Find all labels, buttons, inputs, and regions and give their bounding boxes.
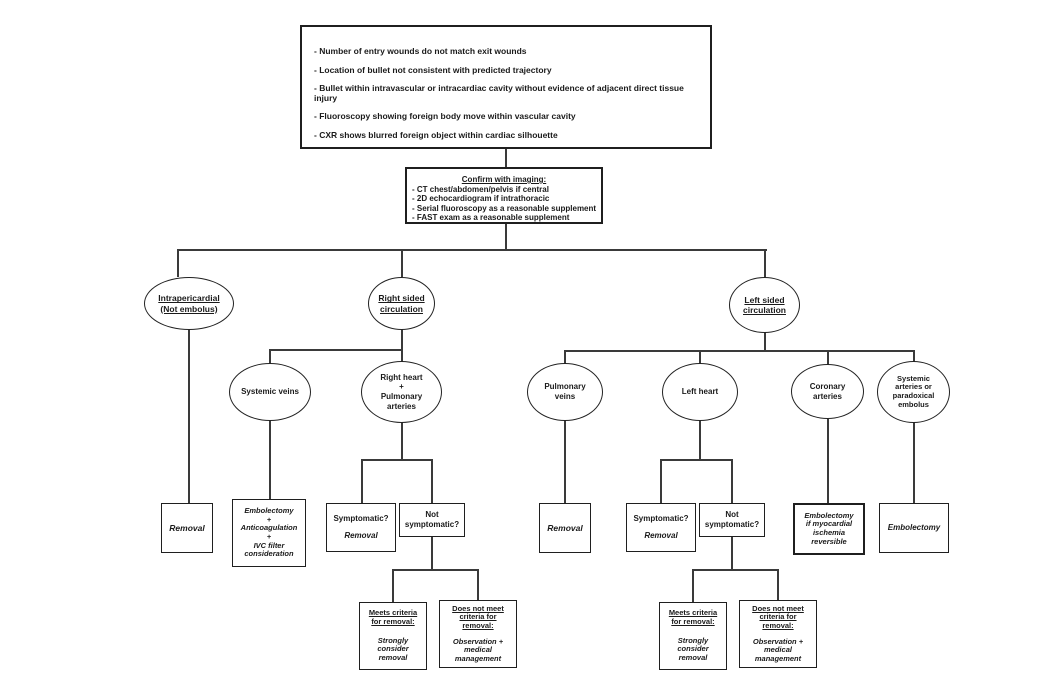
outcome-label: Strongly consider removal bbox=[377, 635, 409, 662]
connector-line bbox=[269, 420, 271, 500]
outcome-embolectomy-coronary: Embolectomy if myocardial ischemia rever… bbox=[793, 503, 865, 555]
outcome-label: Removal bbox=[547, 522, 583, 533]
outcome-label: Embolectomy + Anticoagulation + IVC filt… bbox=[240, 506, 298, 559]
connector-line bbox=[177, 249, 179, 277]
node-systemic-arteries-paradoxical-embolus: Systemic arteries or paradoxical embolus bbox=[877, 361, 950, 423]
outcome-label: Embolectomy if myocardial ischemia rever… bbox=[804, 510, 854, 546]
connector-line bbox=[564, 420, 566, 503]
imaging-items: - CT chest/abdomen/pelvis if central - 2… bbox=[412, 185, 597, 222]
connector-line bbox=[564, 350, 566, 365]
decision-question: Not symptomatic? bbox=[404, 510, 460, 529]
connector-line bbox=[660, 459, 733, 461]
node-pulmonary-veins: Pulmonary veins bbox=[527, 363, 603, 421]
outcome-removal-pulmonary-veins: Removal bbox=[539, 503, 591, 553]
connector-line bbox=[269, 349, 271, 365]
node-label: Pulmonary veins bbox=[544, 382, 586, 401]
criteria-item: - Number of entry wounds do not match ex… bbox=[314, 46, 527, 56]
outcome-heading: Meets criteria for removal: bbox=[668, 608, 718, 627]
connector-line bbox=[692, 569, 694, 603]
decision-question: Symptomatic? bbox=[633, 514, 689, 524]
node-left-heart: Left heart bbox=[662, 363, 738, 421]
connector-line bbox=[431, 459, 433, 503]
node-label: Left heart bbox=[681, 387, 719, 397]
connector-line bbox=[699, 420, 701, 460]
decision-not-symptomatic-left-heart: Not symptomatic? bbox=[699, 503, 765, 537]
connector-line bbox=[177, 249, 767, 251]
node-label: Systemic arteries or paradoxical embolus bbox=[892, 373, 935, 409]
imaging-title: Confirm with imaging: bbox=[461, 175, 547, 184]
connector-line bbox=[505, 224, 507, 251]
connector-line bbox=[361, 459, 433, 461]
connector-line bbox=[269, 349, 403, 351]
outcome-meets-criteria-left: Meets criteria for removal: Strongly con… bbox=[659, 602, 727, 670]
connector-line bbox=[401, 328, 403, 365]
decision-question: Symptomatic? bbox=[333, 514, 389, 524]
decision-symptomatic-right-heart: Symptomatic? Removal bbox=[326, 503, 396, 552]
outcome-label: Removal bbox=[344, 531, 378, 540]
outcome-does-not-meet-right: Does not meet criteria for removal: Obse… bbox=[439, 600, 517, 668]
node-left-sided-circulation: Left sided circulation bbox=[729, 277, 800, 333]
connector-line bbox=[477, 569, 479, 600]
decision-question: Not symptomatic? bbox=[704, 510, 760, 529]
outcome-label: Removal bbox=[169, 522, 205, 533]
connector-line bbox=[699, 350, 701, 365]
outcome-heading: Meets criteria for removal: bbox=[368, 608, 418, 627]
connector-line bbox=[731, 459, 733, 503]
outcome-label: Removal bbox=[644, 531, 678, 540]
criteria-box: - Number of entry wounds do not match ex… bbox=[300, 25, 712, 149]
connector-line bbox=[731, 536, 733, 570]
node-right-heart-pulmonary-arteries: Right heart + Pulmonary arteries bbox=[361, 361, 442, 423]
outcome-embolectomy-anticoagulation-ivc: Embolectomy + Anticoagulation + IVC filt… bbox=[232, 499, 306, 567]
criteria-item: - Fluoroscopy showing foreign body move … bbox=[314, 111, 576, 121]
node-label: Right sided circulation bbox=[378, 293, 425, 314]
connector-line bbox=[827, 419, 829, 503]
connector-line bbox=[827, 350, 829, 366]
node-intrapericardial: Intrapericardial (Not embolus) bbox=[144, 277, 234, 330]
connector-line bbox=[505, 149, 507, 167]
node-label: Left sided circulation bbox=[743, 294, 786, 315]
outcome-heading: Does not meet criteria for removal: bbox=[752, 603, 804, 630]
criteria-item: - CXR shows blurred foreign object withi… bbox=[314, 129, 558, 140]
criteria-item: - Location of bullet not consistent with… bbox=[314, 64, 552, 75]
criteria-item: - Bullet within intravascular or intraca… bbox=[314, 83, 684, 103]
connector-line bbox=[564, 350, 915, 352]
outcome-heading: Does not meet criteria for removal: bbox=[452, 603, 504, 630]
connector-line bbox=[692, 569, 779, 571]
connector-line bbox=[401, 249, 403, 277]
node-label: Intrapericardial (Not embolus) bbox=[158, 293, 220, 314]
connector-line bbox=[361, 459, 363, 503]
connector-line bbox=[660, 459, 662, 503]
outcome-label: Strongly consider removal bbox=[677, 635, 709, 662]
node-right-sided-circulation: Right sided circulation bbox=[368, 277, 435, 330]
connector-line bbox=[777, 569, 779, 600]
node-label: Systemic veins bbox=[241, 387, 299, 397]
outcome-label: Observation + medical management bbox=[452, 636, 504, 663]
connector-line bbox=[188, 328, 190, 503]
connector-line bbox=[764, 249, 766, 277]
connector-line bbox=[913, 350, 915, 363]
outcome-does-not-meet-left: Does not meet criteria for removal: Obse… bbox=[739, 600, 817, 668]
outcome-meets-criteria-right: Meets criteria for removal: Strongly con… bbox=[359, 602, 427, 670]
outcome-label: Embolectomy bbox=[887, 523, 941, 533]
connector-line bbox=[764, 331, 766, 352]
connector-line bbox=[431, 536, 433, 570]
node-label: Coronary arteries bbox=[809, 381, 846, 401]
connector-line bbox=[392, 569, 479, 571]
outcome-embolectomy-systemic: Embolectomy bbox=[879, 503, 949, 553]
node-systemic-veins: Systemic veins bbox=[229, 363, 311, 421]
outcome-label: Observation + medical management bbox=[752, 636, 804, 663]
decision-not-symptomatic-right-heart: Not symptomatic? bbox=[399, 503, 465, 537]
node-coronary-arteries: Coronary arteries bbox=[791, 364, 864, 419]
node-label: Right heart + Pulmonary arteries bbox=[380, 372, 423, 411]
connector-line bbox=[401, 422, 403, 460]
connector-line bbox=[392, 569, 394, 603]
connector-line bbox=[913, 422, 915, 503]
decision-symptomatic-left-heart: Symptomatic? Removal bbox=[626, 503, 696, 552]
outcome-removal-intrapericardial: Removal bbox=[161, 503, 213, 553]
imaging-confirmation-box: Confirm with imaging: - CT chest/abdomen… bbox=[405, 167, 603, 224]
